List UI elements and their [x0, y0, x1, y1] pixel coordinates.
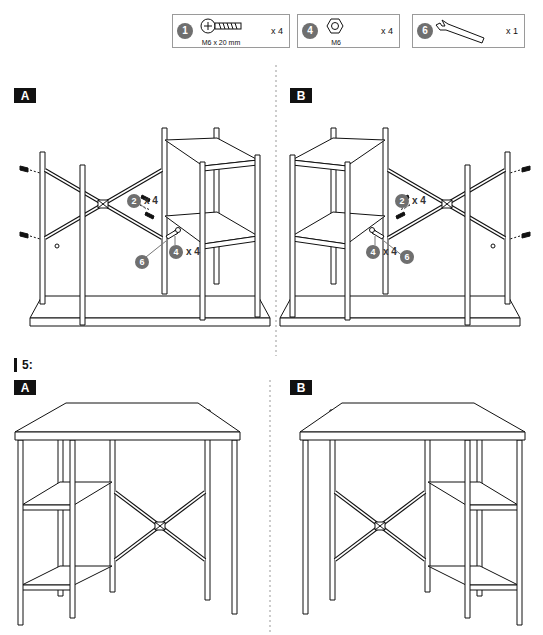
callout-number: 4 [173, 248, 178, 257]
parts-box: 6 x 1 [412, 14, 525, 48]
divider [270, 380, 271, 632]
desk-b [300, 403, 525, 625]
part-spec: M6 x 20 mm [202, 39, 241, 46]
divider [276, 65, 277, 356]
callout-number: 4 [169, 245, 183, 259]
quantity: x 1 [506, 27, 518, 36]
parts-box: 4M6 x 4 [297, 14, 400, 48]
callout-number: 6 [404, 253, 409, 262]
callout-number: 6 [135, 255, 149, 269]
callout-number: 2 [399, 197, 404, 206]
panel-letter: B [297, 382, 306, 394]
wrench-icon [436, 20, 484, 43]
panel-tag: A [14, 88, 36, 103]
step-bar [14, 358, 17, 372]
callout-number: 4 [370, 248, 375, 257]
nut-icon [327, 19, 343, 33]
part-number: 1 [177, 23, 193, 39]
step-number: 5: [22, 359, 33, 371]
callout-number: 6 [139, 258, 144, 267]
panel-letter: A [21, 382, 30, 394]
quantity: x 4 [383, 247, 397, 257]
quantity: x 4 [144, 196, 158, 206]
callout-number: 6 [400, 250, 414, 264]
quantity: x 4 [412, 196, 426, 206]
frame-a [20, 128, 270, 326]
quantity: x 4 [186, 247, 200, 257]
desk-a [15, 403, 240, 625]
part-spec: M6 [331, 39, 341, 46]
quantity: x 4 [381, 27, 393, 36]
panel-letter: B [297, 90, 306, 102]
part-number: 6 [417, 23, 433, 39]
screw-icon [201, 19, 241, 33]
callout-number: 4 [366, 245, 380, 259]
callout-number: 2 [131, 197, 136, 206]
panel-tag: B [290, 88, 312, 103]
callout-number: 2 [127, 194, 141, 208]
part-number: 4 [302, 23, 318, 39]
panel-tag: B [290, 380, 312, 395]
panel-letter: A [21, 90, 30, 102]
quantity: x 4 [271, 27, 283, 36]
parts-box: 1 M6 x 20 mm x 4 [172, 14, 290, 48]
panel-tag: A [14, 380, 36, 395]
frame-b [280, 128, 530, 326]
callout-number: 2 [395, 194, 409, 208]
